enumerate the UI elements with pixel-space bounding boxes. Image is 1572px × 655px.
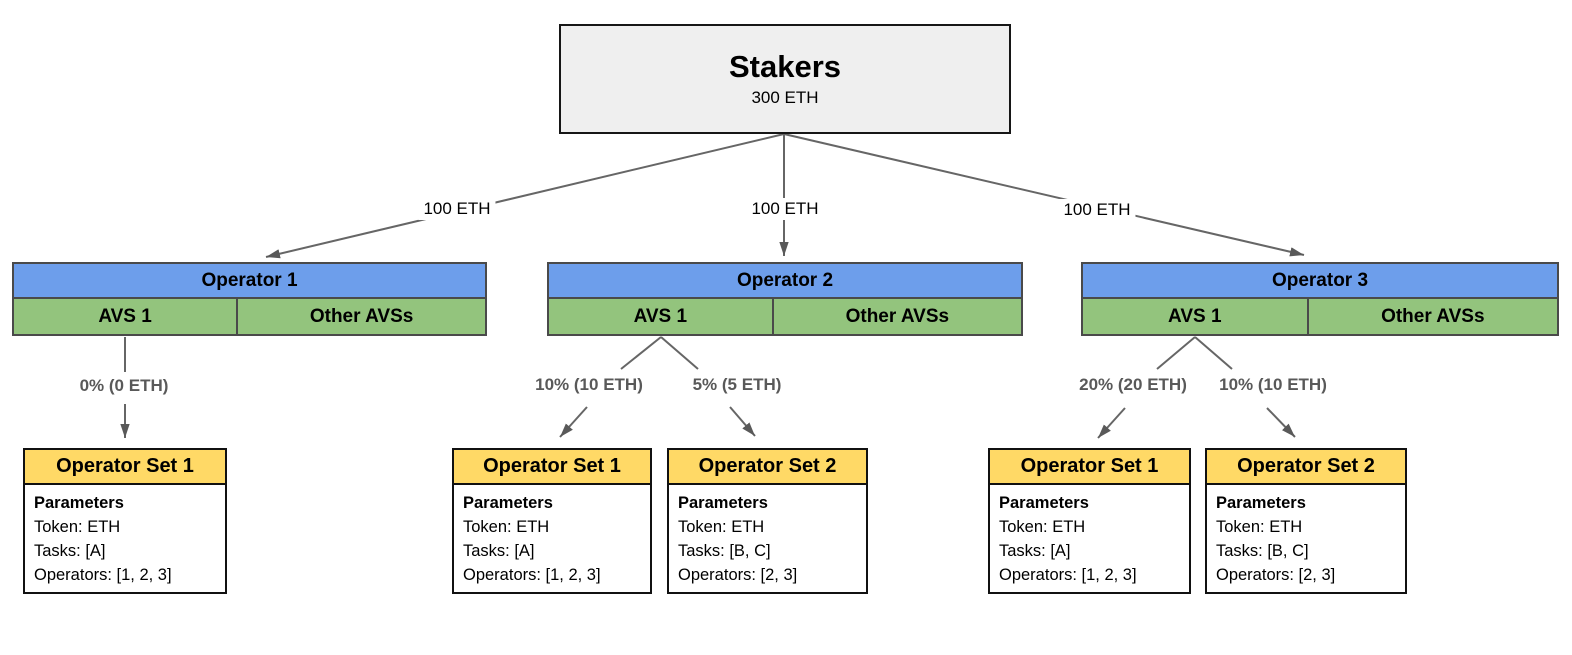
allocation-label-op1-set1: 0% (0 ETH) [75,375,173,397]
operator-1-table: Operator 1 AVS 1 Other AVSs [12,262,487,336]
operator-1-other-avs-cell: Other AVSs [309,305,414,327]
operator-1-set-1-title: Operator Set 1 [25,450,225,485]
allocation-label-op3-set2: 10% (10 ETH) [1215,374,1331,396]
param-operators: Operators: [2, 3] [678,566,798,584]
operator-1-avs1-cell: AVS 1 [14,299,239,334]
operator-3-table: Operator 3 AVS 1 Other AVSs [1081,262,1559,336]
param-operators: Operators: [1, 2, 3] [463,566,601,584]
operator-1-avs-row: AVS 1 Other AVSs [14,299,485,334]
edge-op3-avs1-stub-left [1156,336,1196,370]
params-heading: Parameters [463,494,553,512]
param-token: Token: ETH [1216,518,1303,536]
param-token: Token: ETH [999,518,1086,536]
stakers-box: Stakers 300 ETH [559,24,1011,134]
operator-2-avs-row: AVS 1 Other AVSs [549,299,1021,334]
params-heading: Parameters [678,494,768,512]
param-operators: Operators: [1, 2, 3] [999,566,1137,584]
operator-3-set-2-title: Operator Set 2 [1207,450,1405,485]
allocation-label-op3-set1: 20% (20 ETH) [1075,374,1191,396]
operator-2-set-2-title: Operator Set 2 [669,450,866,485]
edge-op3-avs1-stub-right [1194,336,1233,370]
param-tasks: Tasks: [B, C] [678,542,771,560]
param-tasks: Tasks: [B, C] [1216,542,1309,560]
operator-2-set-2-body: Parameters Token: ETH Tasks: [B, C] Oper… [669,485,866,592]
param-token: Token: ETH [463,518,550,536]
params-heading: Parameters [999,494,1089,512]
param-token: Token: ETH [678,518,765,536]
operator-3-set-2-card: Operator Set 2 Parameters Token: ETH Tas… [1205,448,1407,594]
edge-op2-set2-arrow [729,406,756,437]
param-operators: Operators: [1, 2, 3] [34,566,172,584]
operator-3-set-2-body: Parameters Token: ETH Tasks: [B, C] Oper… [1207,485,1405,592]
operator-2-table: Operator 2 AVS 1 Other AVSs [547,262,1023,336]
param-operators: Operators: [2, 3] [1216,566,1336,584]
stake-edge-label-operator-3: 100 ETH [1058,199,1136,221]
operator-3-avs-row: AVS 1 Other AVSs [1083,299,1557,334]
operator-1-set-1-card: Operator Set 1 Parameters Token: ETH Tas… [23,448,227,594]
params-heading: Parameters [1216,494,1306,512]
operator-3-other-avs-cell: Other AVSs [1381,305,1485,327]
param-tasks: Tasks: [A] [999,542,1071,560]
edge-stakers-operator-1 [265,133,785,259]
stake-edge-label-operator-2: 100 ETH [746,198,824,220]
params-heading: Parameters [34,494,124,512]
operator-1-set-1-body: Parameters Token: ETH Tasks: [A] Operato… [25,485,225,592]
operator-2-set-1-title: Operator Set 1 [454,450,650,485]
operator-1-header: Operator 1 [14,264,485,299]
edge-op3-set2-arrow [1266,407,1296,438]
param-tasks: Tasks: [A] [463,542,535,560]
edge-op2-avs1-stub-right [660,336,699,370]
operator-2-avs1-cell: AVS 1 [549,299,774,334]
allocation-label-op2-set1: 10% (10 ETH) [531,374,647,396]
edge-op3-set1-arrow [1097,407,1126,439]
operator-2-set-2-card: Operator Set 2 Parameters Token: ETH Tas… [667,448,868,594]
operator-3-set-1-card: Operator Set 1 Parameters Token: ETH Tas… [988,448,1191,594]
stake-edge-label-operator-1: 100 ETH [418,198,496,220]
edge-op2-set1-arrow [559,406,588,438]
operator-3-set-1-body: Parameters Token: ETH Tasks: [A] Operato… [990,485,1189,592]
stakers-amount: 300 ETH [751,88,819,107]
operator-3-avs1-cell: AVS 1 [1083,299,1309,334]
stakers-title: Stakers [728,49,842,84]
allocation-label-op2-set2: 5% (5 ETH) [688,374,786,396]
edge-stakers-operator-3 [783,133,1305,257]
edge-op2-avs1-stub-left [620,336,662,370]
param-token: Token: ETH [34,518,121,536]
operator-2-other-avs-cell: Other AVSs [845,305,950,327]
operator-2-set-1-card: Operator Set 1 Parameters Token: ETH Tas… [452,448,652,594]
param-tasks: Tasks: [A] [34,542,106,560]
operator-2-set-1-body: Parameters Token: ETH Tasks: [A] Operato… [454,485,650,592]
operator-2-header: Operator 2 [549,264,1021,299]
operator-3-set-1-title: Operator Set 1 [990,450,1189,485]
operator-3-header: Operator 3 [1083,264,1557,299]
